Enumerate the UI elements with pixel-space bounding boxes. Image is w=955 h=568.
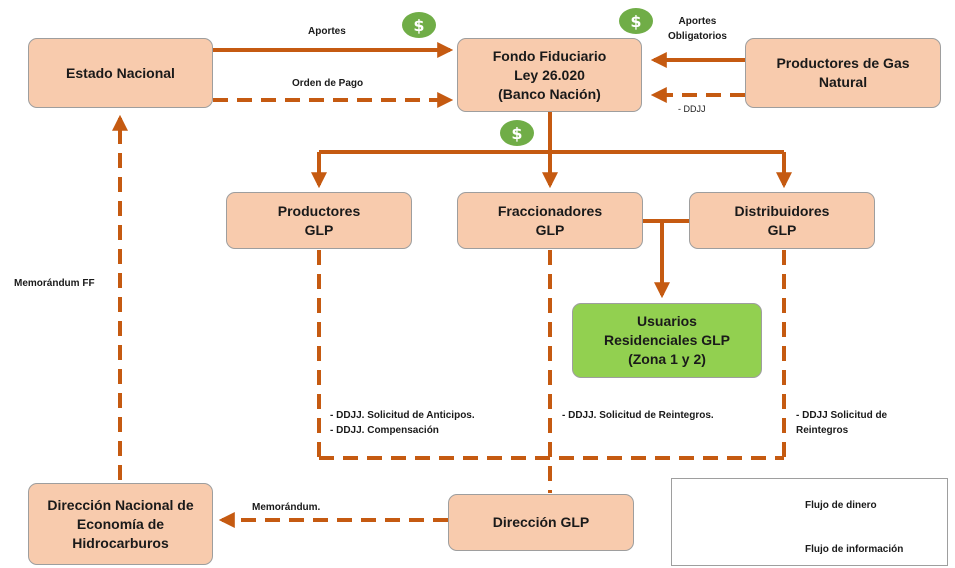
direccion-nacional-box: Dirección Nacional de Economía de Hidroc… — [28, 483, 213, 565]
aportes-label: Aportes — [308, 26, 346, 37]
orden-pago-label: Orden de Pago — [292, 78, 364, 89]
fraccionadores-info-label: - DDJJ. Solicitud de Reintegros. — [562, 410, 714, 421]
estado-nacional-box: Estado Nacional — [28, 38, 213, 108]
usuarios-residenciales-label: Usuarios Residenciales GLP (Zona 1 y 2) — [603, 313, 731, 367]
dollar-coin-icon: $ — [619, 8, 653, 34]
memorandum-label: Memorándum. — [252, 502, 321, 513]
legend-info-flow-label: Flujo de información — [805, 544, 904, 555]
direccion-glp-label: Dirección GLP — [492, 514, 590, 530]
productores-info-label: - DDJJ. Solicitud de Anticipos. - DDJJ. … — [330, 410, 475, 436]
memorandum-ff-label: Memorándum FF — [14, 278, 95, 289]
productores-gas-box: Productores de Gas Natural — [745, 38, 941, 108]
usuarios-residenciales-box: Usuarios Residenciales GLP (Zona 1 y 2) — [572, 303, 762, 378]
distribuidores-label: Distribuidores GLP — [734, 202, 830, 238]
legend-money-flow-label: Flujo de dinero — [805, 500, 877, 511]
productores-glp-label: Productores GLP — [277, 202, 361, 238]
productores-gas-label: Productores de Gas Natural — [776, 55, 910, 90]
direccion-nacional-label: Dirección Nacional de Economía de Hidroc… — [47, 496, 194, 551]
estado-nacional-label: Estado Nacional — [66, 64, 175, 81]
ddjj-label: - DDJJ — [678, 104, 706, 114]
fraccionadores-label: Fraccionadores GLP — [497, 202, 603, 238]
legend: Flujo de dinero Flujo de información — [671, 478, 948, 566]
dollar-coin-icon: $ — [500, 120, 534, 146]
distribuidores-box: Distribuidores GLP — [689, 192, 875, 249]
dollar-coin-icon: $ — [402, 12, 436, 38]
direccion-glp-box: Dirección GLP — [448, 494, 634, 551]
fondo-fiduciario-label: Fondo Fiduciario Ley 26.020 (Banco Nació… — [492, 47, 607, 102]
aportes-obligatorios-label: Aportes Obligatorios — [668, 16, 727, 42]
distribuidores-info-label: - DDJJ Solicitud de Reintegros — [796, 410, 888, 436]
fraccionadores-box: Fraccionadores GLP — [457, 192, 643, 249]
fondo-fiduciario-box: Fondo Fiduciario Ley 26.020 (Banco Nació… — [457, 38, 642, 112]
productores-glp-box: Productores GLP — [226, 192, 412, 249]
